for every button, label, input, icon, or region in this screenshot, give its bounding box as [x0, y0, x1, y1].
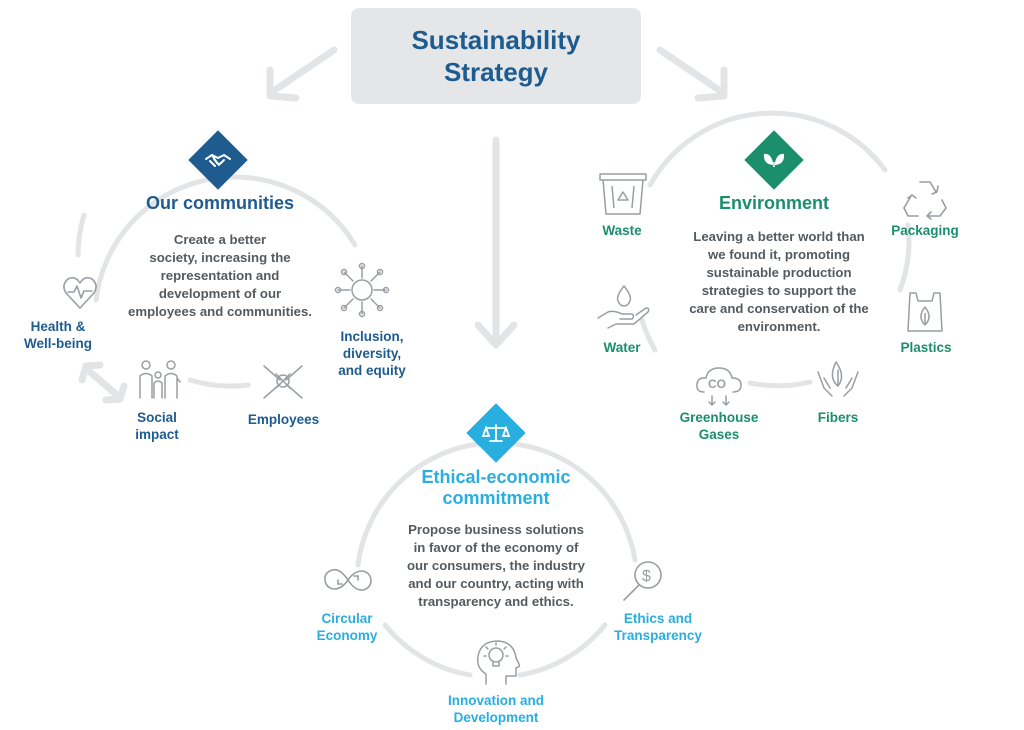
co2-cloud-icon: CO: [696, 367, 742, 407]
arrow-to-ethics-head: [474, 321, 518, 349]
label-circular-economy: Circular Economy: [316, 611, 378, 643]
environment-circle-left: [639, 317, 658, 353]
plastic-bag-icon: [907, 292, 943, 332]
strategy-title-box: Sustainability Strategy: [351, 8, 641, 104]
label-waste: Waste: [602, 223, 642, 238]
label-water: Water: [603, 340, 641, 355]
double-arrow: [84, 366, 122, 400]
label-fibers: Fibers: [817, 410, 859, 425]
communities-circle-top: [93, 174, 358, 303]
label-employees: Employees: [247, 412, 320, 427]
environment-description: Leaving a better world than we found it,…: [689, 229, 869, 334]
diversity-network-icon: [334, 262, 390, 318]
environment-circle-bottom: [747, 379, 813, 389]
double-arrow-head-b: [102, 382, 128, 404]
family-icon: [139, 360, 181, 399]
svg-text:$: $: [642, 568, 651, 585]
heart-pulse-icon: [63, 276, 97, 309]
strategy-title: Sustainability Strategy: [411, 25, 581, 87]
label-plastics: Plastics: [900, 340, 952, 355]
leaf-icon: [744, 130, 804, 190]
water-hand-icon: [597, 285, 650, 329]
plant-hands-icon: [817, 361, 859, 397]
label-innovation: Innovation and Development: [448, 693, 544, 725]
label-inclusion: Inclusion, diversity, and equity: [338, 329, 406, 378]
label-packaging: Packaging: [891, 223, 959, 238]
label-social-impact: Social impact: [135, 410, 179, 442]
communities-circle-left: [75, 212, 87, 258]
communities-heading: Our communities: [145, 193, 295, 213]
ethics-circle-bottomright: [517, 622, 608, 678]
team-hands-icon: [263, 365, 303, 399]
label-greenhouse: Greenhouse Gases: [679, 410, 759, 442]
recycle-icon: [903, 181, 947, 220]
communities-circle-bottom: [187, 377, 251, 389]
environment-circle-top: [647, 110, 888, 188]
communities-description: Create a better society, increasing the …: [128, 232, 312, 319]
co2-text: CO: [708, 377, 726, 391]
ethics-description: Propose business solutions in favor of t…: [406, 522, 586, 609]
head-lightbulb-icon: [476, 640, 520, 685]
label-health: Health & Well-being: [23, 319, 92, 351]
handshake-icon: [188, 130, 248, 190]
scales-icon: [466, 403, 526, 463]
arrow-to-environment-head: [694, 66, 728, 102]
environment-circle-right: [897, 222, 912, 293]
magnifier-dollar-icon: $: [623, 561, 662, 601]
arrow-to-environment: [656, 46, 726, 96]
arrow-to-communities-head: [266, 66, 300, 102]
ethics-heading: Ethical-economic commitment: [421, 467, 571, 508]
label-ethics-transparency: Ethics and Transparency: [614, 611, 702, 643]
double-arrow-head-a: [78, 361, 104, 384]
infinity-icon: [324, 568, 372, 591]
arrow-to-communities: [268, 46, 338, 96]
environment-heading: Environment: [718, 193, 829, 213]
recycle-bin-icon: [599, 173, 647, 215]
ethics-circle-bottomleft: [382, 622, 473, 678]
